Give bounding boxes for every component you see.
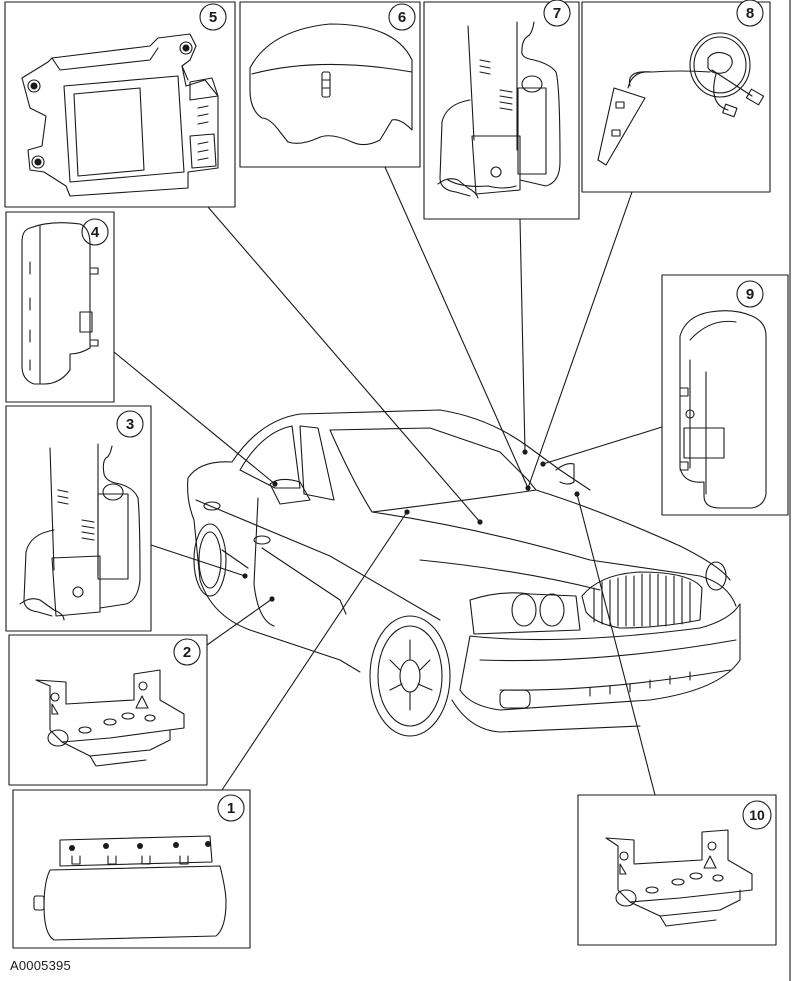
side-impact-sensor-bracket-left-drawing [35,669,185,767]
callout-5: 5 [199,3,227,31]
callout-1: 1 [217,794,245,822]
panel-10-frame [577,794,777,946]
panel-9-frame [661,274,789,516]
leader-line-8 [527,191,633,489]
callout-2: 2 [173,638,201,666]
leader-line-6 [384,166,529,489]
leader-line-9 [542,426,663,465]
side-impact-sensor-bracket-right-drawing [605,829,753,927]
callout-number: 7 [553,5,561,22]
callout-number: 10 [749,807,765,823]
callout-number: 1 [227,800,235,817]
callout-6: 6 [388,3,416,31]
callout-4: 4 [81,218,109,246]
leader-dot-10 [574,491,580,497]
leader-dot-4 [272,481,278,487]
vehicle-drawing [187,409,741,737]
side-airbag-module-right-drawing [679,310,767,509]
panel-6-frame [239,1,421,168]
side-airbag-module-left-drawing [21,222,99,385]
leader-line-4 [113,351,276,485]
leader-dot-9 [540,461,546,467]
callout-number: 8 [746,5,754,22]
clockspring-drawing [597,32,765,166]
leader-dot-2 [269,596,275,602]
panel-2-frame [8,634,208,786]
leader-dot-7 [522,449,528,455]
callout-8: 8 [736,0,764,27]
callout-9: 9 [736,280,764,308]
leader-line-10 [576,493,656,796]
callout-number: 6 [398,9,406,26]
panel-1-frame [12,789,251,949]
leader-dot-5 [477,519,483,525]
seat-belt-pretensioner-right-drawing [437,21,561,199]
figure-id-label: A0005395 [10,958,71,973]
passenger-airbag-module-drawing [33,835,227,941]
callout-7: 7 [543,0,571,27]
restraints-control-module-drawing [21,33,219,197]
callout-10: 10 [742,800,772,830]
driver-airbag-module-drawing [249,23,413,146]
leader-dot-1 [404,509,410,515]
callout-number: 3 [126,416,134,433]
callout-3: 3 [116,410,144,438]
panel-7-frame [423,1,580,220]
callout-number: 4 [91,224,100,241]
callout-number: 5 [209,9,217,26]
callout-number: 9 [746,286,754,303]
leader-line-2 [206,598,273,646]
leader-dot-6 [525,485,531,491]
leader-line-7 [519,218,526,453]
seat-belt-pretensioner-left-drawing [19,443,141,621]
leader-dot-3 [242,573,248,579]
panel-3-frame [5,405,152,632]
leader-line-5 [207,206,481,523]
panel-8-frame [581,1,771,193]
panel-5-frame [4,1,236,208]
panel-4-frame [5,211,115,403]
callout-number: 2 [183,644,191,661]
